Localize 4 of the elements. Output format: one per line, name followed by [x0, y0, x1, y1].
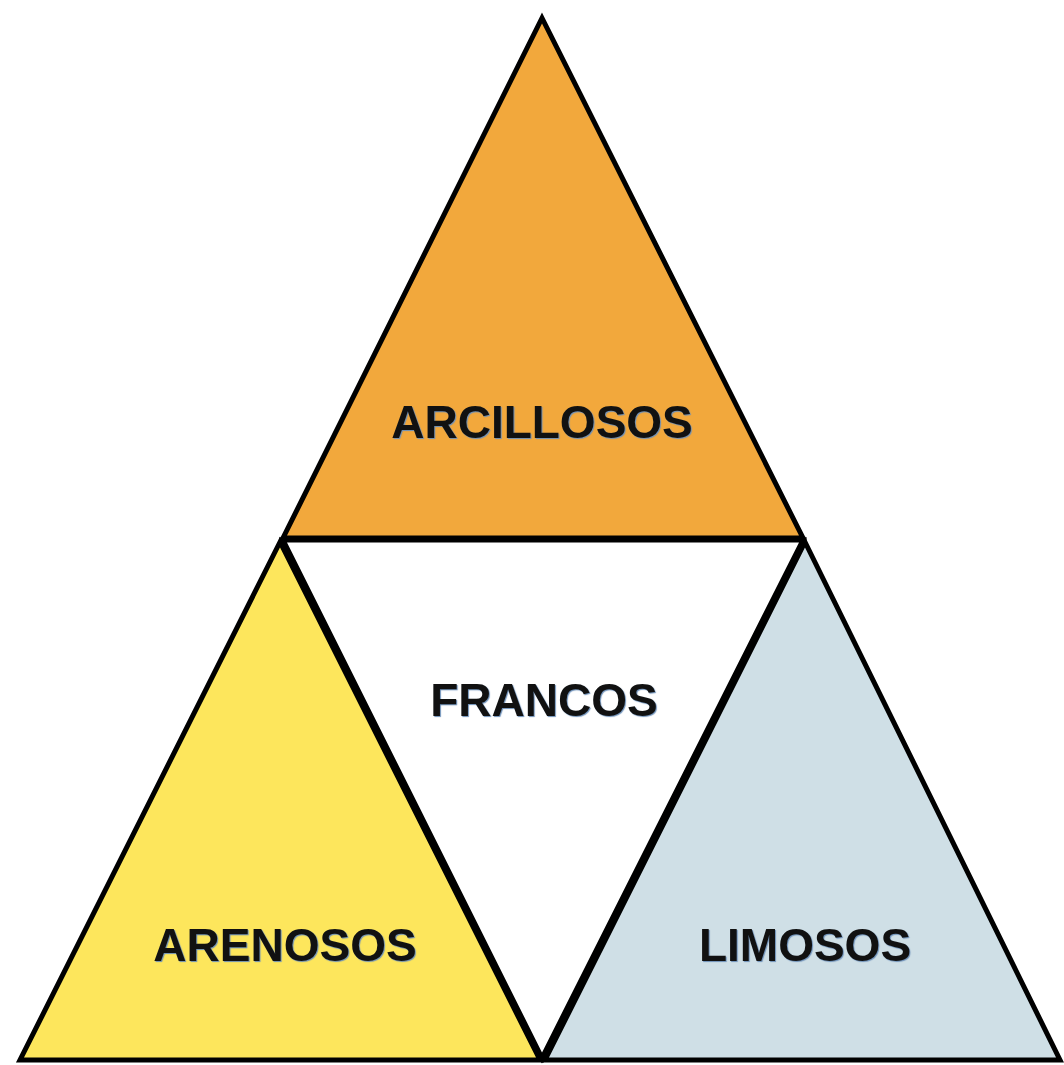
soil-type-label: LIMOSOS — [698, 918, 912, 972]
soil-type-label: FRANCOS — [430, 673, 658, 727]
soil-type-label: ARENOSOS — [153, 918, 417, 972]
soil-type-label: ARCILLOSOS — [391, 395, 693, 449]
